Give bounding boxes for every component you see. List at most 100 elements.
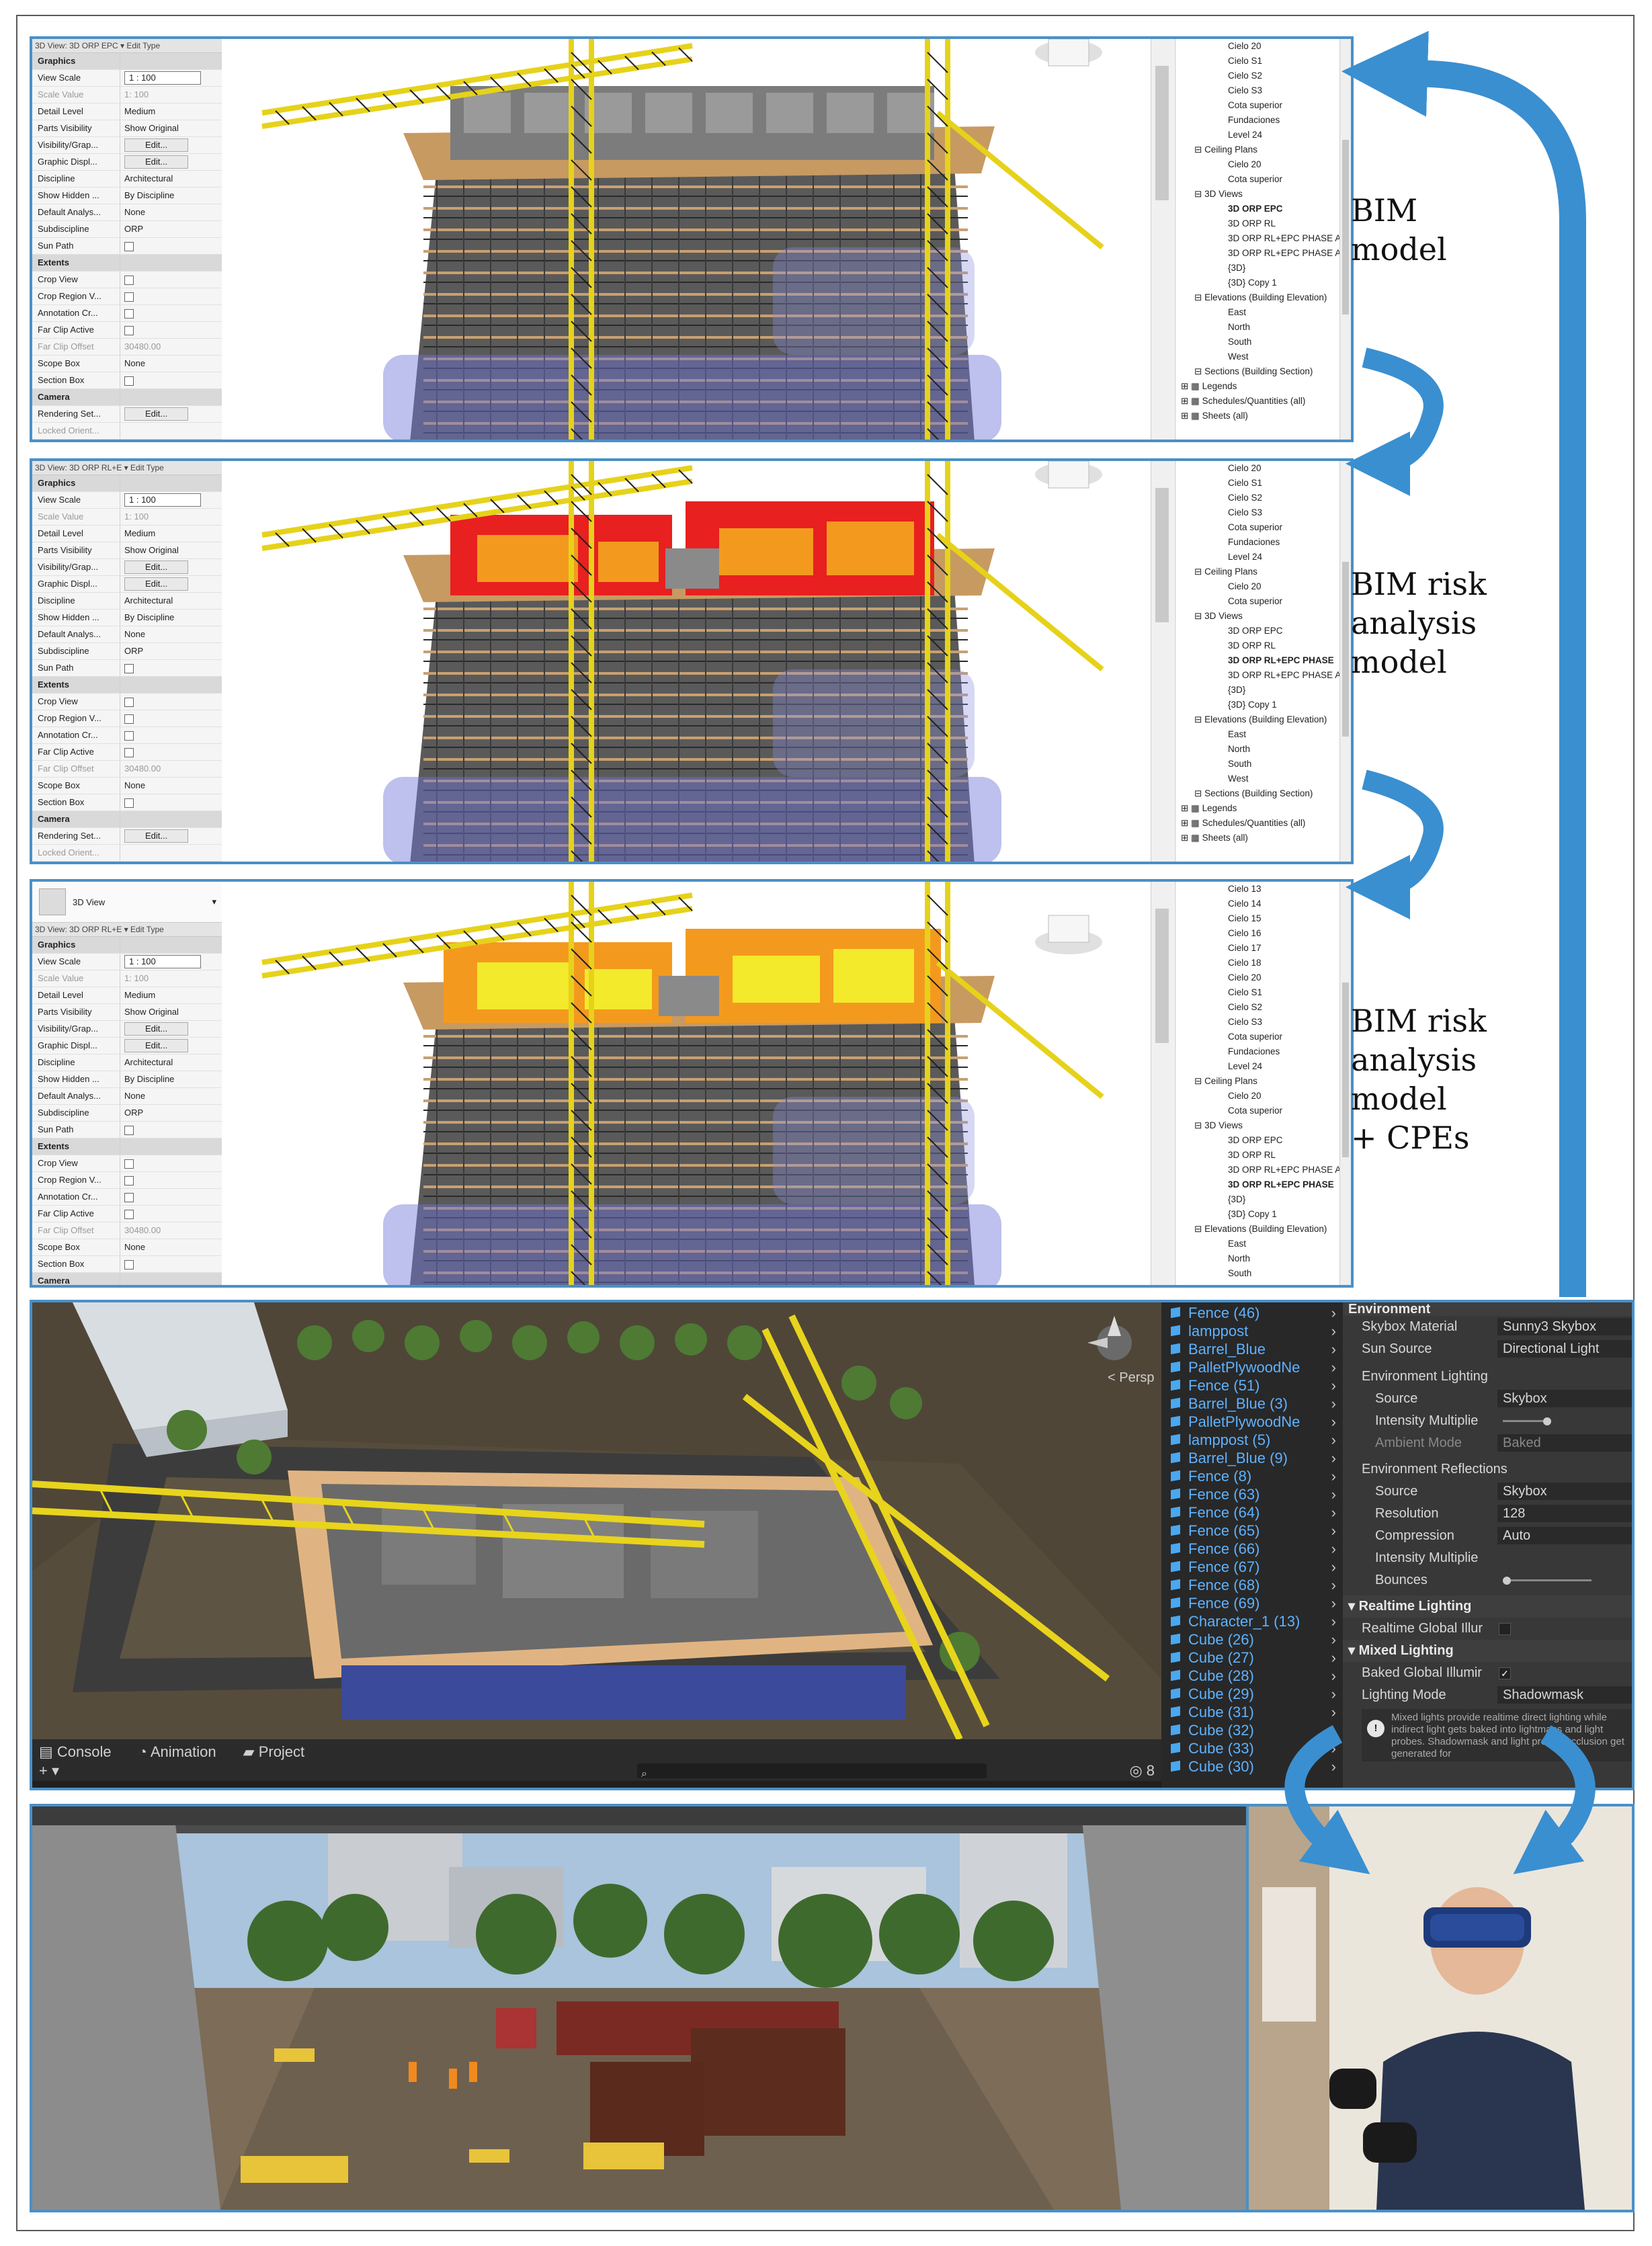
expand-icon[interactable]: ⊞ ▦: [1181, 818, 1202, 828]
view-scale-input[interactable]: 1 : 100: [124, 493, 201, 507]
browser-item[interactable]: Cielo 20: [1228, 41, 1262, 51]
browser-item[interactable]: West: [1228, 351, 1249, 362]
hierarchy-item[interactable]: Cube (30)›: [1161, 1757, 1343, 1776]
browser-item[interactable]: 3D ORP RL: [1228, 640, 1276, 651]
browser-item[interactable]: ⊟ Sections (Building Section): [1194, 788, 1313, 798]
browser-item[interactable]: ⊟ 3D Views: [1194, 189, 1243, 199]
browser-item[interactable]: Cielo 20: [1228, 463, 1262, 473]
viewcube-icon[interactable]: [1035, 461, 1102, 489]
browser-item[interactable]: Cota superior: [1228, 596, 1283, 606]
browser-item[interactable]: 3D ORP EPC: [1228, 1135, 1283, 1145]
browser-item[interactable]: {3D} Copy 1: [1228, 278, 1277, 288]
browser-item[interactable]: East: [1228, 729, 1247, 739]
edit-button[interactable]: Edit...: [124, 560, 189, 574]
edit-type-button[interactable]: Edit Type: [130, 925, 164, 934]
browser-item[interactable]: ⊟ Elevations (Building Elevation): [1194, 292, 1327, 302]
property-checkbox[interactable]: [124, 1192, 134, 1202]
browser-item[interactable]: West: [1228, 774, 1249, 784]
view-selector[interactable]: 3D View: 3D ORP RL+E ▾ Edit Type: [32, 923, 222, 937]
browser-item[interactable]: Cielo S3: [1228, 507, 1263, 517]
resolution-dropdown[interactable]: 128: [1497, 1505, 1632, 1522]
browser-scrollbar[interactable]: [1339, 39, 1351, 440]
add-icon[interactable]: + ▾: [39, 1762, 60, 1779]
view-selector[interactable]: 3D View: 3D ORP EPC ▾ Edit Type: [32, 39, 222, 53]
unity-scene-view[interactable]: < Persp: [32, 1302, 1161, 1741]
browser-item[interactable]: ⊞ ▦ Schedules/Quantities (all): [1181, 396, 1306, 406]
compression-dropdown[interactable]: Auto: [1497, 1527, 1632, 1544]
browser-scrollbar[interactable]: [1339, 882, 1351, 1285]
browser-item[interactable]: Cota superior: [1228, 1106, 1283, 1116]
browser-item[interactable]: {3D}: [1228, 685, 1246, 695]
browser-scrollbar[interactable]: [1339, 461, 1351, 862]
browser-item[interactable]: 3D ORP RL+EPC PHASE A: [1228, 670, 1341, 680]
browser-item[interactable]: Cielo 13: [1228, 884, 1262, 894]
hierarchy-item[interactable]: Fence (46)›: [1161, 1304, 1343, 1322]
baked-gi-checkbox[interactable]: ✓: [1499, 1667, 1511, 1679]
browser-item[interactable]: Cielo S2: [1228, 493, 1263, 503]
browser-item[interactable]: Cielo 16: [1228, 928, 1262, 938]
browser-item[interactable]: Cota superior: [1228, 100, 1283, 110]
collapse-icon[interactable]: ⊟: [1194, 189, 1205, 199]
ambient-dropdown[interactable]: Baked: [1497, 1434, 1632, 1452]
browser-item[interactable]: Cielo 20: [1228, 581, 1262, 591]
source-dropdown[interactable]: Skybox: [1497, 1390, 1632, 1407]
expand-icon[interactable]: ⊞ ▦: [1181, 833, 1202, 843]
hierarchy-item[interactable]: Fence (8)›: [1161, 1467, 1343, 1485]
hierarchy-item[interactable]: Cube (31)›: [1161, 1703, 1343, 1721]
revit-3d-view[interactable]: [222, 882, 1149, 1285]
browser-item[interactable]: East: [1228, 307, 1247, 317]
property-checkbox[interactable]: [124, 697, 134, 707]
hierarchy-item[interactable]: Cube (29)›: [1161, 1685, 1343, 1703]
view-scrollbar[interactable]: [1151, 39, 1174, 440]
hierarchy-item[interactable]: lamppost (5)›: [1161, 1431, 1343, 1449]
property-checkbox[interactable]: [124, 308, 134, 319]
hierarchy-item[interactable]: Fence (65)›: [1161, 1522, 1343, 1540]
tab-console[interactable]: ▤ Console: [39, 1743, 112, 1760]
collapse-icon[interactable]: ⊟: [1194, 1120, 1205, 1130]
browser-item[interactable]: {3D} Copy 1: [1228, 700, 1277, 710]
viewcube-icon[interactable]: [1035, 915, 1102, 954]
edit-button[interactable]: Edit...: [124, 407, 189, 421]
project-search-input[interactable]: ⌕: [637, 1763, 987, 1780]
collapse-icon[interactable]: ⊟: [1194, 366, 1205, 376]
browser-item[interactable]: ⊟ Elevations (Building Elevation): [1194, 1224, 1327, 1234]
viewcube-icon[interactable]: [1035, 39, 1102, 67]
browser-item[interactable]: 3D ORP RL+EPC PHASE A: [1228, 248, 1341, 258]
edit-type-button[interactable]: Edit Type: [130, 463, 164, 472]
tab-project[interactable]: ▰ Project: [243, 1743, 305, 1760]
browser-item[interactable]: 3D ORP EPC: [1228, 204, 1283, 214]
browser-item[interactable]: South: [1228, 759, 1252, 769]
browser-item[interactable]: ⊟ Sections (Building Section): [1194, 366, 1313, 376]
property-checkbox[interactable]: [124, 747, 134, 757]
browser-item[interactable]: 3D ORP RL+EPC PHASE A: [1228, 1165, 1341, 1175]
browser-item[interactable]: ⊞ ▦ Sheets (all): [1181, 411, 1248, 421]
browser-item[interactable]: Level 24: [1228, 1061, 1263, 1071]
collapse-icon[interactable]: ⊟: [1194, 788, 1205, 798]
browser-item[interactable]: ⊟ 3D Views: [1194, 1120, 1243, 1130]
property-checkbox[interactable]: [124, 714, 134, 724]
browser-item[interactable]: Cota superior: [1228, 174, 1283, 184]
browser-item[interactable]: Cielo S3: [1228, 1017, 1263, 1027]
browser-item[interactable]: Fundaciones: [1228, 537, 1280, 547]
collapse-icon[interactable]: ⊟: [1194, 144, 1205, 155]
property-checkbox[interactable]: [124, 325, 134, 335]
collapse-icon[interactable]: ⊟: [1194, 292, 1205, 302]
hierarchy-item[interactable]: Cube (28)›: [1161, 1667, 1343, 1685]
browser-item[interactable]: Level 24: [1228, 130, 1263, 140]
browser-item[interactable]: Cielo 20: [1228, 972, 1262, 983]
browser-item[interactable]: Cielo 18: [1228, 958, 1262, 968]
browser-item[interactable]: 3D ORP RL+EPC PHASE: [1228, 655, 1334, 665]
expand-icon[interactable]: ⊞ ▦: [1181, 396, 1202, 406]
browser-item[interactable]: Cielo S1: [1228, 478, 1263, 488]
hierarchy-item[interactable]: lamppost›: [1161, 1322, 1343, 1340]
browser-item[interactable]: {3D}: [1228, 263, 1246, 273]
browser-item[interactable]: East: [1228, 1239, 1247, 1249]
browser-item[interactable]: ⊞ ▦ Legends: [1181, 803, 1237, 813]
browser-item[interactable]: Cielo S2: [1228, 1002, 1263, 1012]
browser-item[interactable]: {3D} Copy 1: [1228, 1209, 1277, 1219]
browser-item[interactable]: ⊟ Ceiling Plans: [1194, 144, 1257, 155]
collapse-icon[interactable]: ⊟: [1194, 714, 1205, 724]
mixed-lighting-header[interactable]: ▾ Mixed Lighting: [1343, 1640, 1632, 1662]
browser-item[interactable]: Level 24: [1228, 552, 1263, 562]
collapse-icon[interactable]: ⊟: [1194, 611, 1205, 621]
